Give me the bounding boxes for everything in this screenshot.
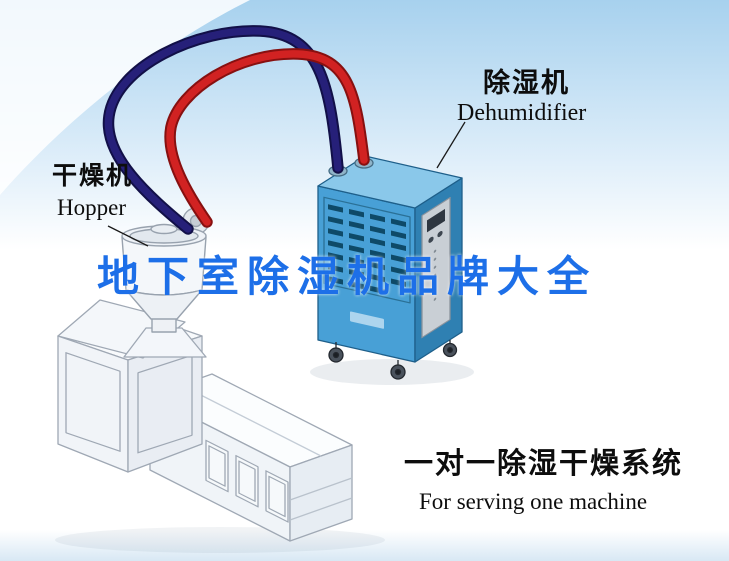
hopper-cone (125, 289, 203, 320)
hopper-leader-line (107, 225, 149, 247)
control-button (437, 230, 443, 238)
dehumidifier-control-panel (421, 196, 451, 339)
bottom-edge-strip (0, 530, 729, 561)
connection-pipes (102, 25, 370, 235)
watermark-title: 地下室除湿机品牌大全 (97, 253, 598, 300)
dehumidifier-leader-line (436, 121, 466, 169)
control-display (427, 208, 445, 233)
hopper-label-cn: 干燥机 (52, 162, 134, 190)
pipe-navy (104, 27, 342, 233)
extruder-shadow (55, 527, 385, 553)
pipe-red (166, 50, 368, 226)
dehumidifier-nameplate (350, 311, 384, 329)
system-caption-en: For serving one machine (419, 489, 648, 514)
dehumidifier-top-face (317, 155, 463, 209)
extruder-cabinet (57, 299, 207, 473)
hopper-unit (121, 207, 210, 333)
system-caption-cn: 一对一除湿干燥系统 (404, 448, 684, 480)
dehumidifier-unit (317, 155, 463, 380)
leader-lines (107, 121, 466, 247)
dehumidifier-label-cn: 除湿机 (483, 68, 570, 98)
hopper-lid-cap (150, 223, 178, 235)
dehumidifier-label-en: Dehumidifier (457, 100, 587, 126)
sky-highlight-sweep (0, 0, 250, 195)
hopper-neck (151, 317, 177, 333)
control-button (428, 236, 434, 243)
extruder-door-panels (205, 439, 289, 523)
dehumidifier-louver-vents (323, 196, 411, 329)
hopper-label-en: Hopper (57, 195, 126, 220)
extruder-machine (57, 299, 353, 542)
caster-wheels (328, 340, 458, 380)
